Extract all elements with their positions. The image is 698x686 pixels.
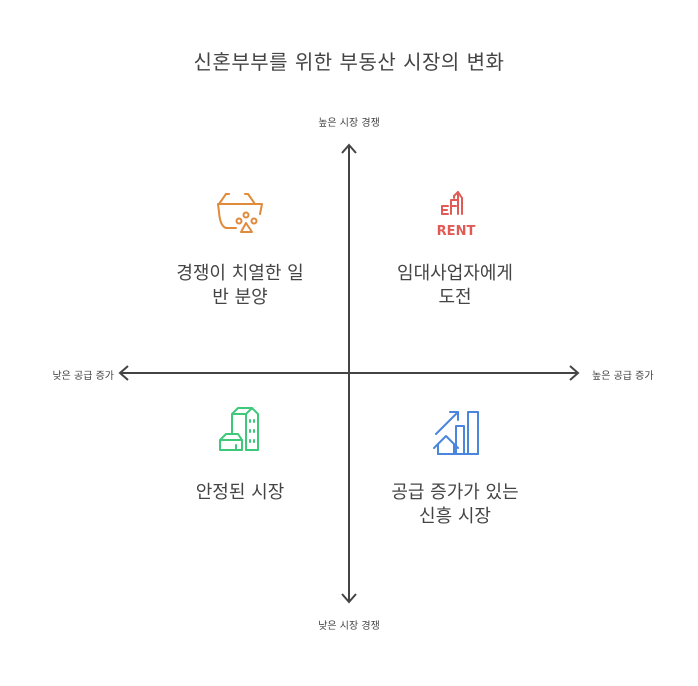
- shopping-basket-icon: [214, 190, 266, 242]
- rent-text: RENT: [437, 224, 476, 239]
- quadrant-label-top-right: 임대사업자에게 도전: [355, 262, 555, 310]
- quadrant-label-bottom-left-line1: 안정된 시장: [195, 482, 285, 503]
- axis-label-low-competition: 낮은 시장 경쟁: [318, 621, 380, 632]
- quadrant-label-bottom-right-line2: 신흥 시장: [419, 506, 491, 527]
- quadrant-label-bottom-right-line1: 공급 증가가 있는: [391, 482, 519, 503]
- rising-chart-house-icon: [430, 404, 482, 456]
- quadrant-label-bottom-left: 안정된 시장: [140, 481, 340, 505]
- rent-building-icon: RENT: [430, 190, 482, 242]
- quadrant-label-top-left: 경쟁이 치열한 일 반 분양: [140, 262, 340, 310]
- quadrant-label-top-right-line2: 도전: [438, 287, 472, 308]
- arrow-left-icon: [118, 365, 129, 381]
- quadrant-label-top-left-line2: 반 분양: [212, 287, 268, 308]
- arrow-down-icon: [341, 593, 357, 604]
- axis-label-high-competition: 높은 시장 경쟁: [318, 118, 380, 129]
- axis-label-high-supply: 높은 공급 증가: [592, 371, 654, 382]
- axis-label-low-supply: 낮은 공급 증가: [52, 371, 114, 382]
- arrow-up-icon: [341, 143, 357, 154]
- quadrant-label-bottom-right: 공급 증가가 있는 신흥 시장: [355, 481, 555, 529]
- diagram-title: 신혼부부를 위한 부동산 시장의 변화: [193, 50, 505, 74]
- quadrant-label-top-right-line1: 임대사업자에게: [397, 263, 513, 284]
- buildings-house-icon: [214, 404, 266, 456]
- quadrant-label-top-left-line1: 경쟁이 치열한 일: [176, 263, 304, 284]
- arrow-right-icon: [569, 365, 580, 381]
